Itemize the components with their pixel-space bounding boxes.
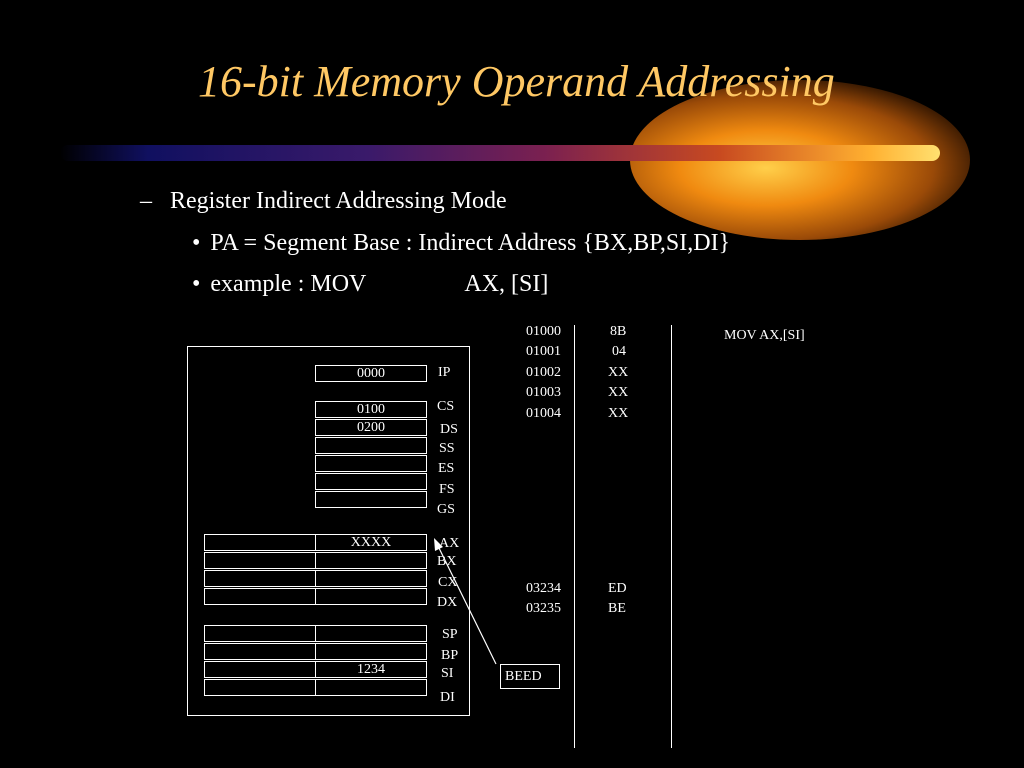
- memory-value: BE: [608, 601, 626, 616]
- sp-low-cell: [315, 625, 427, 642]
- cx-label: CX: [438, 575, 458, 590]
- memory-right-line: [671, 325, 672, 748]
- example-prefix: example : MOV: [210, 271, 367, 297]
- ax-label: AX: [439, 536, 460, 551]
- ip-label: IP: [438, 365, 451, 380]
- memory-address: 01002: [526, 365, 561, 380]
- instruction-note: MOV AX,[SI]: [724, 328, 805, 343]
- fs-register-cell: [315, 473, 427, 490]
- ds-label: DS: [440, 422, 458, 437]
- memory-value: XX: [608, 406, 629, 421]
- bp-low-cell: [315, 643, 427, 660]
- dash-bullet: –: [140, 188, 152, 214]
- bp-label: BP: [441, 648, 459, 663]
- bullet-pa: • PA = Segment Base : Indirect Address {B…: [192, 230, 730, 257]
- cs-register-cell: 0100: [315, 401, 427, 418]
- si-label: SI: [441, 666, 454, 681]
- dx-label: DX: [437, 595, 458, 610]
- memory-value: XX: [608, 365, 629, 380]
- ss-label: SS: [439, 441, 455, 456]
- gs-register-cell: [315, 491, 427, 508]
- slide-title: 16-bit Memory Operand Addressing: [198, 57, 835, 106]
- ss-register-cell: [315, 437, 427, 454]
- ip-register-cell: 0000: [315, 365, 427, 382]
- ds-register-cell: 0200: [315, 419, 427, 436]
- memory-address: 01000: [526, 324, 561, 339]
- memory-value: 8B: [610, 324, 627, 339]
- si-low-cell: 1234: [315, 661, 427, 678]
- memory-value: 04: [612, 344, 626, 359]
- bullet-example: • example : MOV AX, [SI]: [192, 271, 548, 298]
- es-register-cell: [315, 455, 427, 472]
- memory-address: 01003: [526, 385, 561, 400]
- decorative-beam: [60, 145, 940, 161]
- es-label: ES: [438, 461, 455, 476]
- sp-label: SP: [442, 627, 458, 642]
- bx-label: BX: [437, 554, 457, 569]
- dx-low-cell: [315, 588, 427, 605]
- pa-text: PA = Segment Base : Indirect Address {BX…: [210, 230, 731, 256]
- fs-label: FS: [439, 482, 455, 497]
- cx-low-cell: [315, 570, 427, 587]
- di-low-cell: [315, 679, 427, 696]
- dot-bullet: •: [192, 230, 201, 256]
- memory-address: 03235: [526, 601, 561, 616]
- memory-address: 03234: [526, 581, 561, 596]
- ax-low-cell: XXXX: [315, 534, 427, 551]
- bullet-mode: – Register Indirect Addressing Mode: [140, 188, 507, 215]
- loaded-value-box: BEED: [500, 664, 560, 689]
- mode-text: Register Indirect Addressing Mode: [170, 188, 507, 214]
- gs-label: GS: [437, 502, 455, 517]
- example-operand: AX, [SI]: [464, 271, 549, 297]
- dot-bullet: •: [192, 271, 201, 297]
- memory-value: XX: [608, 385, 629, 400]
- bx-low-cell: [315, 552, 427, 569]
- memory-address: 01001: [526, 344, 561, 359]
- memory-address: 01004: [526, 406, 561, 421]
- register-file-frame: [187, 346, 470, 716]
- memory-value: ED: [608, 581, 627, 596]
- memory-left-line: [574, 325, 575, 748]
- cs-label: CS: [437, 399, 455, 414]
- di-label: DI: [440, 690, 455, 705]
